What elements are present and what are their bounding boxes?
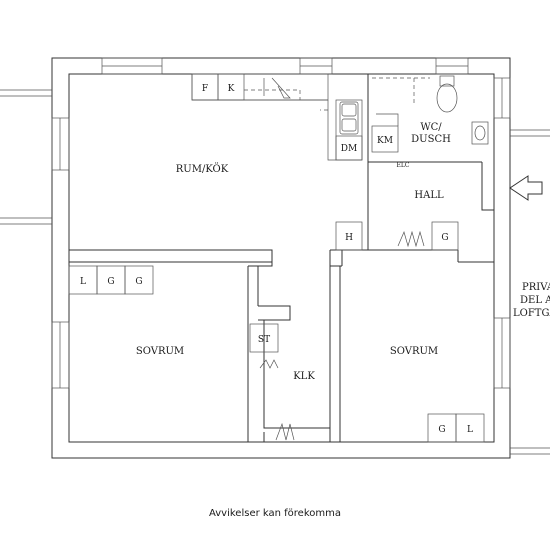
kitchen-counter bbox=[191, 73, 363, 161]
fixture-label-hat-shelf: H bbox=[345, 233, 353, 243]
fixture-label-dishwasher: DM bbox=[341, 144, 357, 154]
outside-note-line1: PRIVAT bbox=[522, 282, 550, 293]
toilet-icon bbox=[436, 75, 458, 113]
room-label-bedroom-left: SOVRUM bbox=[136, 346, 184, 357]
room-label-bathroom-line1: WC/ bbox=[420, 122, 442, 133]
room-label-hall: HALL bbox=[414, 190, 444, 201]
fixture-label-hall-wardrobe: G bbox=[441, 233, 448, 243]
basin-icon bbox=[471, 121, 489, 145]
windows bbox=[51, 57, 511, 389]
fixture-label-left-g2: G bbox=[135, 277, 142, 287]
fixture-label-freezer: F bbox=[202, 84, 208, 94]
room-label-kitchen: RUM/KÖK bbox=[176, 163, 229, 175]
appliance-boxes bbox=[68, 73, 485, 443]
entrance-arrow-icon bbox=[509, 175, 543, 201]
fixture-label-washer: KM bbox=[377, 136, 393, 146]
fixture-label-fridge: K bbox=[228, 84, 235, 94]
outer-walls bbox=[51, 57, 511, 459]
fixture-label-right-l: L bbox=[467, 425, 473, 435]
room-label-closet: KLK bbox=[293, 371, 315, 382]
fixture-label-right-g: G bbox=[438, 425, 445, 435]
sliding-doors bbox=[259, 230, 425, 441]
sink-icon bbox=[339, 101, 359, 135]
fixture-label-storage: ST bbox=[258, 335, 270, 345]
outside-note-line2: DEL AV bbox=[520, 295, 550, 306]
fixture-label-left-g1: G bbox=[107, 277, 114, 287]
fixture-label-left-l: L bbox=[80, 277, 86, 287]
outside-lines bbox=[0, 89, 550, 455]
disclaimer-caption: Avvikelser kan förekomma bbox=[209, 508, 341, 519]
shower-dashes bbox=[372, 77, 430, 126]
room-label-bedroom-right: SOVRUM bbox=[390, 346, 438, 357]
outside-note-line3: LOFTGÅNG bbox=[513, 307, 550, 319]
fixture-label-electrical: ELC bbox=[397, 162, 410, 169]
room-label-bathroom-line2: DUSCH bbox=[411, 134, 451, 145]
